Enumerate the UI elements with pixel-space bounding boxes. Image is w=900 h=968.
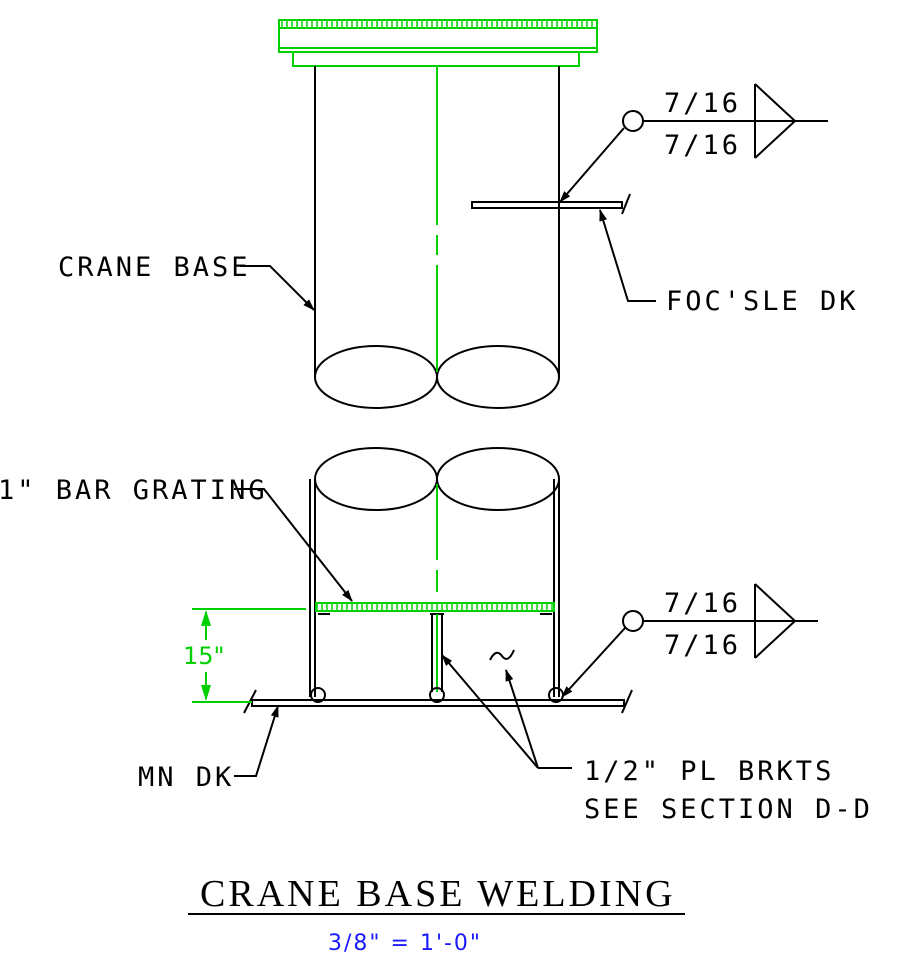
brackets-leader — [441, 654, 572, 769]
brackets-label-line2: SEE SECTION D-D — [584, 794, 873, 825]
crane-base-cylinder-top — [314, 66, 560, 409]
weld-symbol-top — [559, 83, 828, 203]
dimension-15in — [192, 608, 306, 703]
crane-base-cylinder-bottom — [309, 447, 560, 697]
bottom-view: 15" 7/16 7/16 1" BAR GRATING MN DK 1/2" … — [0, 447, 873, 825]
bar-grating-leader — [234, 488, 353, 602]
title-block: CRANE BASE WELDING 3/8" = 1'-0" — [188, 873, 685, 956]
center-bracket — [431, 614, 443, 692]
top-view: 7/16 7/16 CRANE BASE FOC'SLE DK — [58, 19, 859, 409]
bracket-tilde-mark — [489, 649, 515, 661]
crane-base-leader — [240, 265, 315, 311]
drawing-title: CRANE BASE WELDING — [200, 873, 676, 915]
bar-grating — [315, 602, 555, 615]
focsle-deck-plate — [471, 193, 631, 215]
weld-symbol-bottom — [561, 583, 818, 698]
top-flange-plate — [278, 19, 598, 67]
mn-dk-label: MN DK — [138, 762, 234, 793]
drawing-scale: 3/8" = 1'-0" — [328, 931, 482, 956]
weld-size-top-upper: 7/16 — [664, 88, 741, 119]
mn-dk-leader — [234, 705, 279, 777]
weld-size-top-lower: 7/16 — [664, 130, 741, 161]
focsle-label: FOC'SLE DK — [666, 286, 859, 317]
focsle-leader — [599, 209, 656, 302]
weld-size-bottom-upper: 7/16 — [664, 588, 741, 619]
crane-base-label: CRANE BASE — [58, 252, 251, 283]
bar-grating-label: 1" BAR GRATING — [0, 475, 268, 506]
brackets-label-line1: 1/2" PL BRKTS — [584, 756, 834, 787]
dimension-label: 15" — [183, 642, 225, 670]
weld-beads — [310, 687, 564, 703]
weld-size-bottom-lower: 7/16 — [664, 630, 741, 661]
